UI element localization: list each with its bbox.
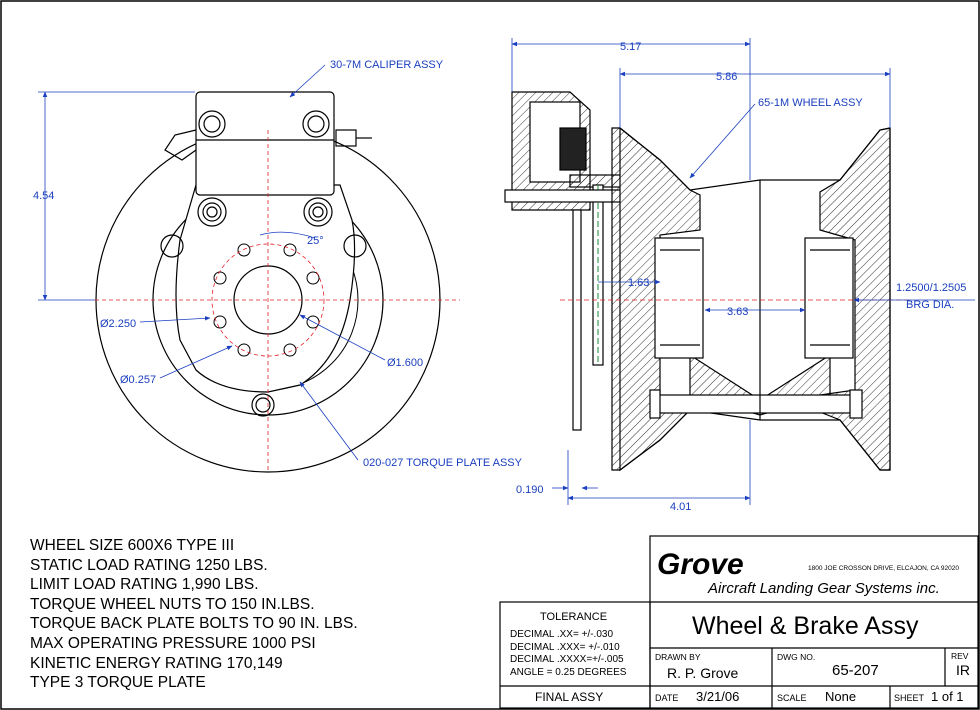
dim-dia-1-600: Ø1.600 — [387, 357, 423, 369]
sheet-label: SHEET — [894, 693, 925, 703]
front-view — [95, 91, 441, 473]
dim-5-17: 5.17 — [620, 41, 641, 53]
torque-plate-callout: 020-027 TORQUE PLATE ASSY — [363, 457, 523, 469]
company-logo: Grove — [657, 548, 744, 581]
note-line: STATIC LOAD RATING 1250 LBS. — [30, 556, 268, 574]
dim-1-63: 1.63 — [628, 277, 649, 289]
company-address: 1800 JOE CROSSON DRIVE, ELCAJON, CA 9202… — [808, 565, 959, 572]
dwg-no-label: DWG NO. — [777, 652, 815, 662]
note-line: MAX OPERATING PRESSURE 1000 PSI — [30, 634, 316, 652]
rev-label: REV — [951, 651, 969, 661]
company-tagline: Aircraft Landing Gear Systems inc. — [707, 580, 940, 597]
dim-brg-dia-label: BRG DIA. — [906, 299, 954, 311]
dim-4-01: 4.01 — [670, 501, 691, 513]
dim-brg-dia: 1.2500/1.2505 — [896, 282, 966, 294]
section-view — [504, 91, 891, 472]
note-line: TORQUE BACK PLATE BOLTS TO 90 IN. LBS. — [30, 615, 358, 633]
dim-25-deg: 25° — [307, 235, 324, 247]
dim-3-63: 3.63 — [727, 306, 748, 318]
drawn-by-label: DRAWN BY — [655, 652, 701, 662]
tolerance-line-3: DECIMAL .XXXX=+/-.005 — [510, 654, 624, 665]
scale-label: SCALE — [777, 693, 807, 703]
drawing-title: Wheel & Brake Assy — [692, 612, 919, 640]
tolerance-header: TOLERANCE — [540, 611, 607, 623]
caliper-body — [195, 91, 335, 196]
note-line: TORQUE WHEEL NUTS TO 150 IN.LBS. — [30, 595, 315, 613]
note-line: KINETIC ENERGY RATING 170,149 — [30, 654, 283, 672]
rev-value: IR — [956, 662, 970, 678]
tolerance-line-1: DECIMAL .XX= +/-.030 — [510, 629, 613, 640]
torque-plate — [175, 184, 356, 393]
note-line: TYPE 3 TORQUE PLATE — [30, 674, 206, 692]
sheet-value: 1 of 1 — [931, 689, 964, 704]
title-block-frame — [499, 535, 979, 709]
dwg-no-value: 65-207 — [832, 662, 879, 679]
dim-0-190: 0.190 — [516, 484, 544, 496]
date-label: DATE — [655, 693, 678, 703]
date-value: 3/21/06 — [696, 689, 739, 704]
caliper-callout: 30-7M CALIPER ASSY — [330, 59, 444, 71]
note-line: LIMIT LOAD RATING 1,990 LBS. — [30, 576, 259, 594]
wheel-callout: 65-1M WHEEL ASSY — [758, 97, 863, 109]
final-assy-label: FINAL ASSY — [535, 690, 603, 704]
tolerance-line-2: DECIMAL .XXX= +/-.010 — [510, 642, 620, 653]
dimension-lines — [38, 38, 975, 505]
front-centerlines — [95, 130, 460, 470]
scale-value: None — [825, 689, 856, 704]
note-line: WHEEL SIZE 600X6 TYPE III — [30, 537, 235, 554]
dim-5-86: 5.86 — [716, 71, 737, 83]
drawn-by-value: R. P. Grove — [667, 665, 739, 681]
dim-dia-2-250: Ø2.250 — [100, 318, 136, 330]
dim-dia-0-257: Ø0.257 — [120, 374, 156, 386]
tolerance-line-4: ANGLE = 0.25 DEGREES — [510, 667, 627, 678]
dim-4-54: 4.54 — [33, 190, 54, 202]
general-notes: WHEEL SIZE 600X6 TYPE III STATIC LOAD RA… — [30, 536, 358, 693]
